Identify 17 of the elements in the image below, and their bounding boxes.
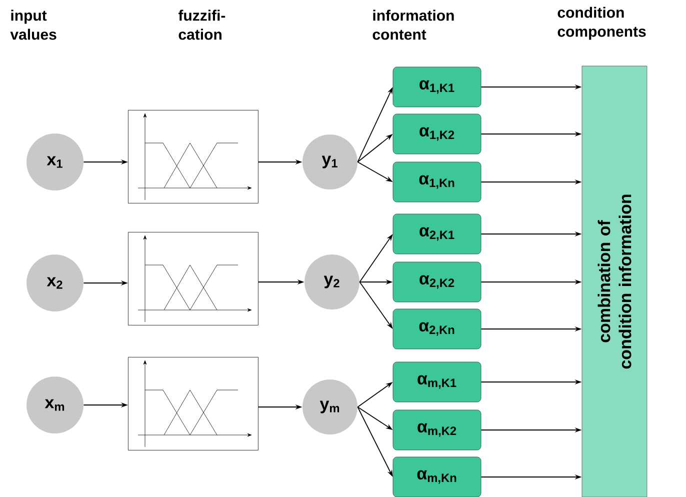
membership-function-box	[128, 110, 258, 204]
information-box: α$_{1,K2}$	[392, 114, 482, 154]
membership-function-box	[128, 357, 258, 450]
information-box: α$_{m,Kn}$	[392, 456, 482, 497]
column-heading: fuzzifi- cation	[178, 10, 226, 40]
combination-bar: combination of condition information	[582, 66, 648, 497]
information-box: α$_{2,Kn}$	[392, 308, 482, 350]
information-box: α$_{1,K1}$	[392, 66, 482, 108]
membership-function-box	[128, 232, 258, 326]
information-box: α$_{1,Kn}$	[392, 162, 482, 202]
information-box: α$_{m,K1}$	[392, 362, 482, 402]
column-heading: condition components	[558, 6, 646, 40]
information-box: α$_{2,K2}$	[392, 262, 482, 302]
column-heading: input values	[10, 10, 56, 40]
information-box: α$_{m,K2}$	[392, 410, 482, 450]
information-box: α$_{2,K1}$	[392, 214, 482, 254]
column-heading: information content	[372, 10, 454, 40]
